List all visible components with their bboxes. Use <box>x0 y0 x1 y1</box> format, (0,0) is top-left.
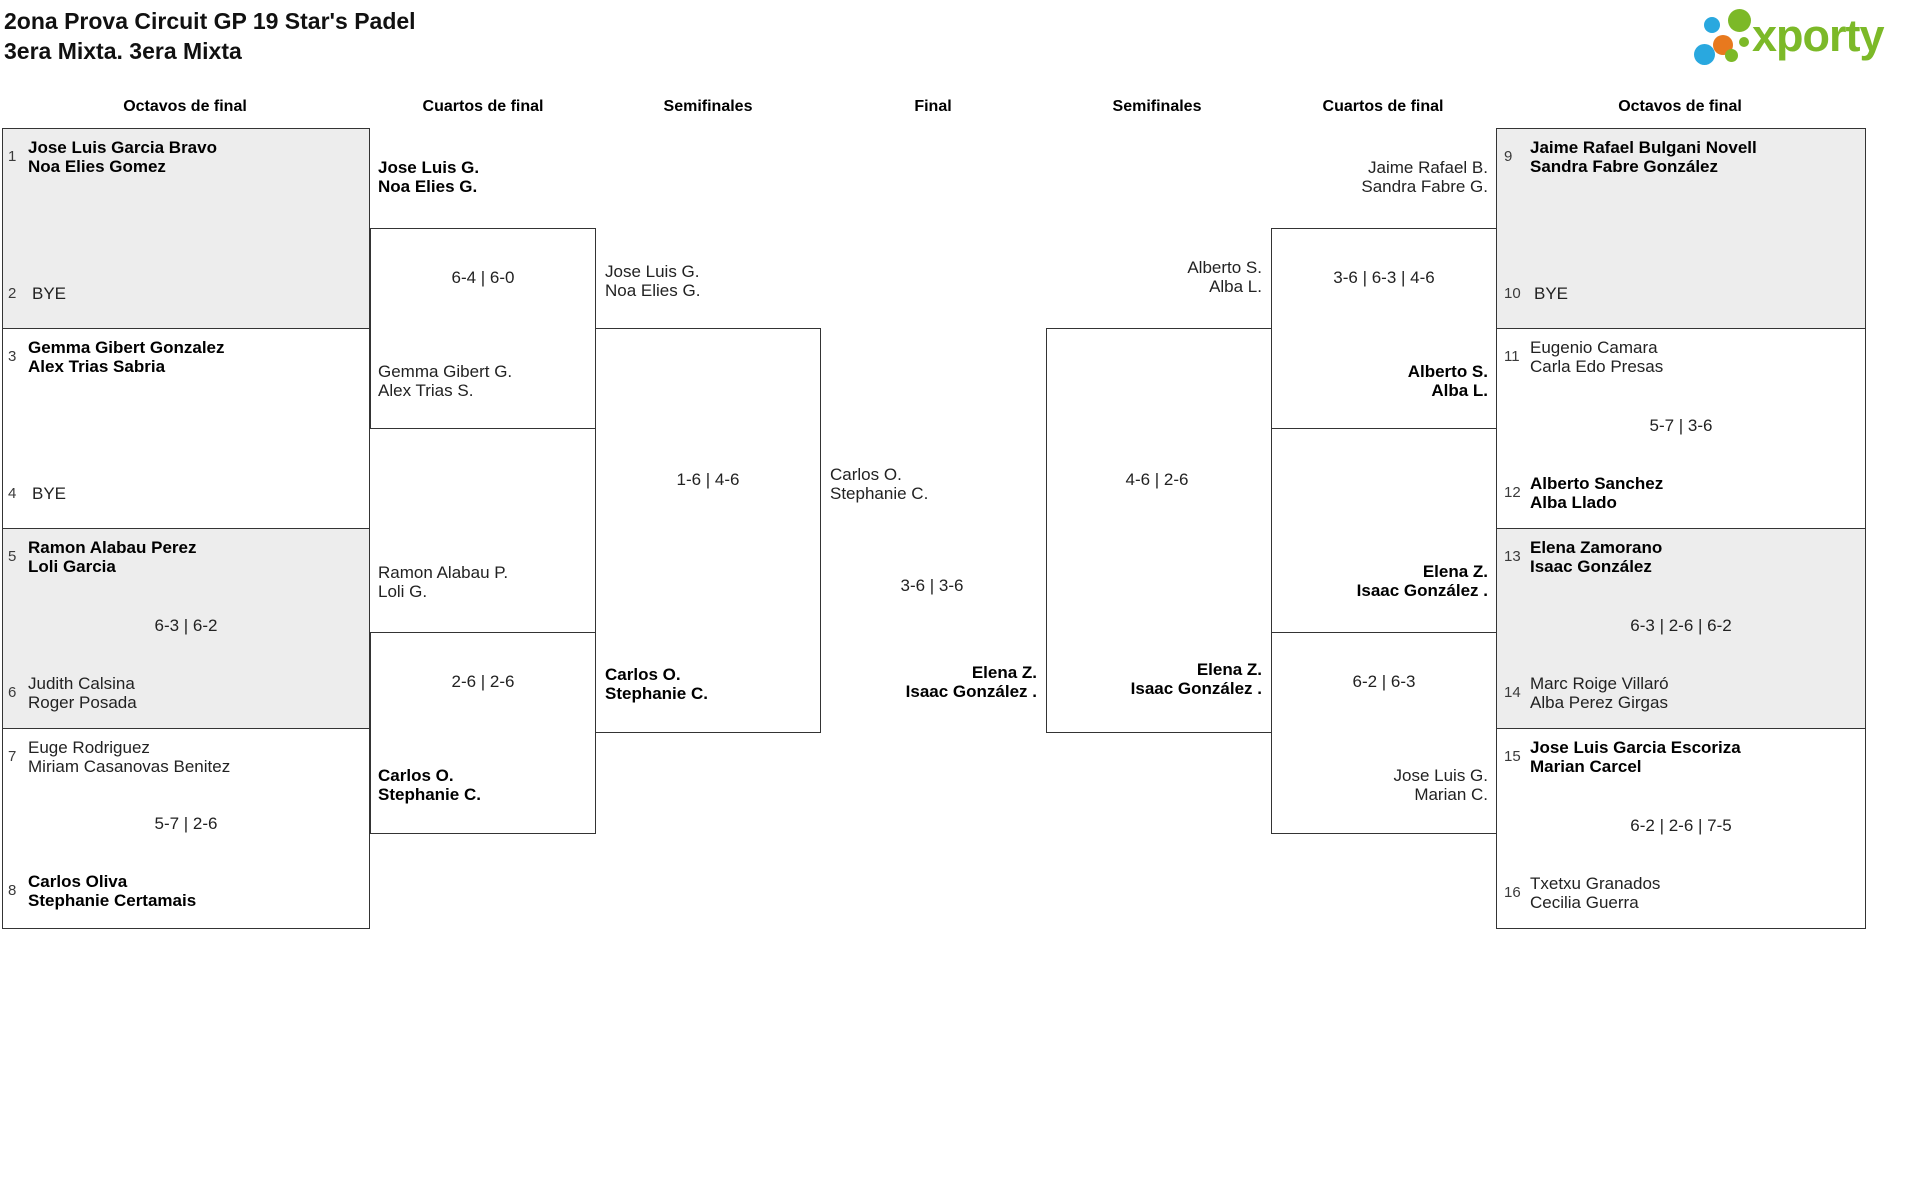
cuartos-box-right-bottom <box>1271 632 1497 834</box>
seed-number: 3 <box>8 348 17 365</box>
seed-number: 9 <box>1504 148 1513 165</box>
seed-number: 2 <box>8 285 17 302</box>
xporty-logo: xporty <box>1686 4 1896 68</box>
team-name-bye: BYE <box>32 484 67 503</box>
seed-number: 16 <box>1504 884 1521 901</box>
octavos-box-4 <box>2 728 370 929</box>
match-score: 3-6 | 3-6 <box>900 576 964 595</box>
team-name: Carlos O.Stephanie C. <box>830 465 929 503</box>
page-title-line1: 2ona Prova Circuit GP 19 Star's Padel <box>4 8 416 34</box>
seed-number: 15 <box>1504 748 1521 765</box>
logo-dot-green-large <box>1728 9 1751 32</box>
team-name: Jose Luis G.Noa Elies G. <box>605 262 701 300</box>
octavos-box-3 <box>2 528 370 729</box>
match-score: 5-7 | 2-6 <box>154 814 218 833</box>
team-name: Gemma Gibert G.Alex Trias S. <box>378 362 513 400</box>
octavos-box-8 <box>1496 728 1866 929</box>
match-score: 6-3 | 6-2 <box>154 616 218 635</box>
octavos-box-7 <box>1496 528 1866 729</box>
team-name: Elena Z.Isaac González . <box>1130 660 1262 698</box>
round-header-semis-right: Semifinales <box>1112 98 1202 115</box>
cuartos-box-right-top <box>1271 228 1497 429</box>
seed-number: 14 <box>1504 684 1521 701</box>
seed-number: 12 <box>1504 484 1521 501</box>
seed-number: 13 <box>1504 548 1521 565</box>
match-score: 6-2 | 6-3 <box>1352 672 1416 691</box>
team-name-bye: BYE <box>1534 284 1569 303</box>
logo-dot-green-small <box>1725 49 1738 62</box>
seed-number: 4 <box>8 485 17 502</box>
seed-number: 1 <box>8 148 17 165</box>
team-name: Carlos O.Stephanie C. <box>605 665 708 703</box>
match-score: 1-6 | 4-6 <box>676 470 740 489</box>
team-name-champion: Elena Z.Isaac González . <box>905 663 1037 701</box>
match-score: 2-6 | 2-6 <box>451 672 515 691</box>
logo-dot-blue-small <box>1704 17 1720 33</box>
seed-number: 6 <box>8 684 17 701</box>
octavos-box-6 <box>1496 328 1866 529</box>
round-header-cuartos-left: Cuartos de final <box>422 98 544 115</box>
team-name: Carlos O.Stephanie C. <box>378 766 481 804</box>
match-score: 6-2 | 2-6 | 7-5 <box>1630 816 1732 835</box>
seed-number: 10 <box>1504 285 1521 302</box>
match-score: 6-3 | 2-6 | 6-2 <box>1630 616 1732 635</box>
cuartos-box-left-bottom <box>370 632 596 834</box>
semifinal-box-left <box>595 328 821 733</box>
team-name: Alberto S.Alba L. <box>1407 362 1488 400</box>
team-name: Elena Z.Isaac González . <box>1356 562 1488 600</box>
octavos-box-2 <box>2 328 370 529</box>
seed-number: 5 <box>8 548 17 565</box>
match-score: 4-6 | 2-6 <box>1125 470 1189 489</box>
round-header-octavos-left: Octavos de final <box>123 98 247 115</box>
match-score: 6-4 | 6-0 <box>451 268 515 287</box>
match-score: 5-7 | 3-6 <box>1649 416 1713 435</box>
seed-number: 8 <box>8 882 17 899</box>
page-title-line2: 3era Mixta. 3era Mixta <box>4 38 242 64</box>
team-name: Jose Luis G.Marian C. <box>1393 766 1489 804</box>
logo-dot-blue-large <box>1694 44 1715 65</box>
team-name: Ramon Alabau P.Loli G. <box>378 563 509 601</box>
team-name: Jose Luis G.Noa Elies G. <box>378 158 480 196</box>
seed-number: 11 <box>1504 348 1520 365</box>
round-header-final: Final <box>914 98 952 115</box>
match-score: 3-6 | 6-3 | 4-6 <box>1333 268 1435 287</box>
logo-wordmark: xporty <box>1752 10 1885 61</box>
logo-dot-green-tiny <box>1739 37 1749 47</box>
round-header-cuartos-right: Cuartos de final <box>1322 98 1444 115</box>
team-name: Alberto S.Alba L. <box>1187 258 1262 296</box>
semifinal-box-right <box>1046 328 1272 733</box>
octavos-box-1 <box>2 128 370 329</box>
team-name: Jaime Rafael B.Sandra Fabre G. <box>1361 158 1488 196</box>
round-header-octavos-right: Octavos de final <box>1618 98 1742 115</box>
team-name-bye: BYE <box>32 284 67 303</box>
seed-number: 7 <box>8 748 17 765</box>
round-header-semis-left: Semifinales <box>663 98 753 115</box>
